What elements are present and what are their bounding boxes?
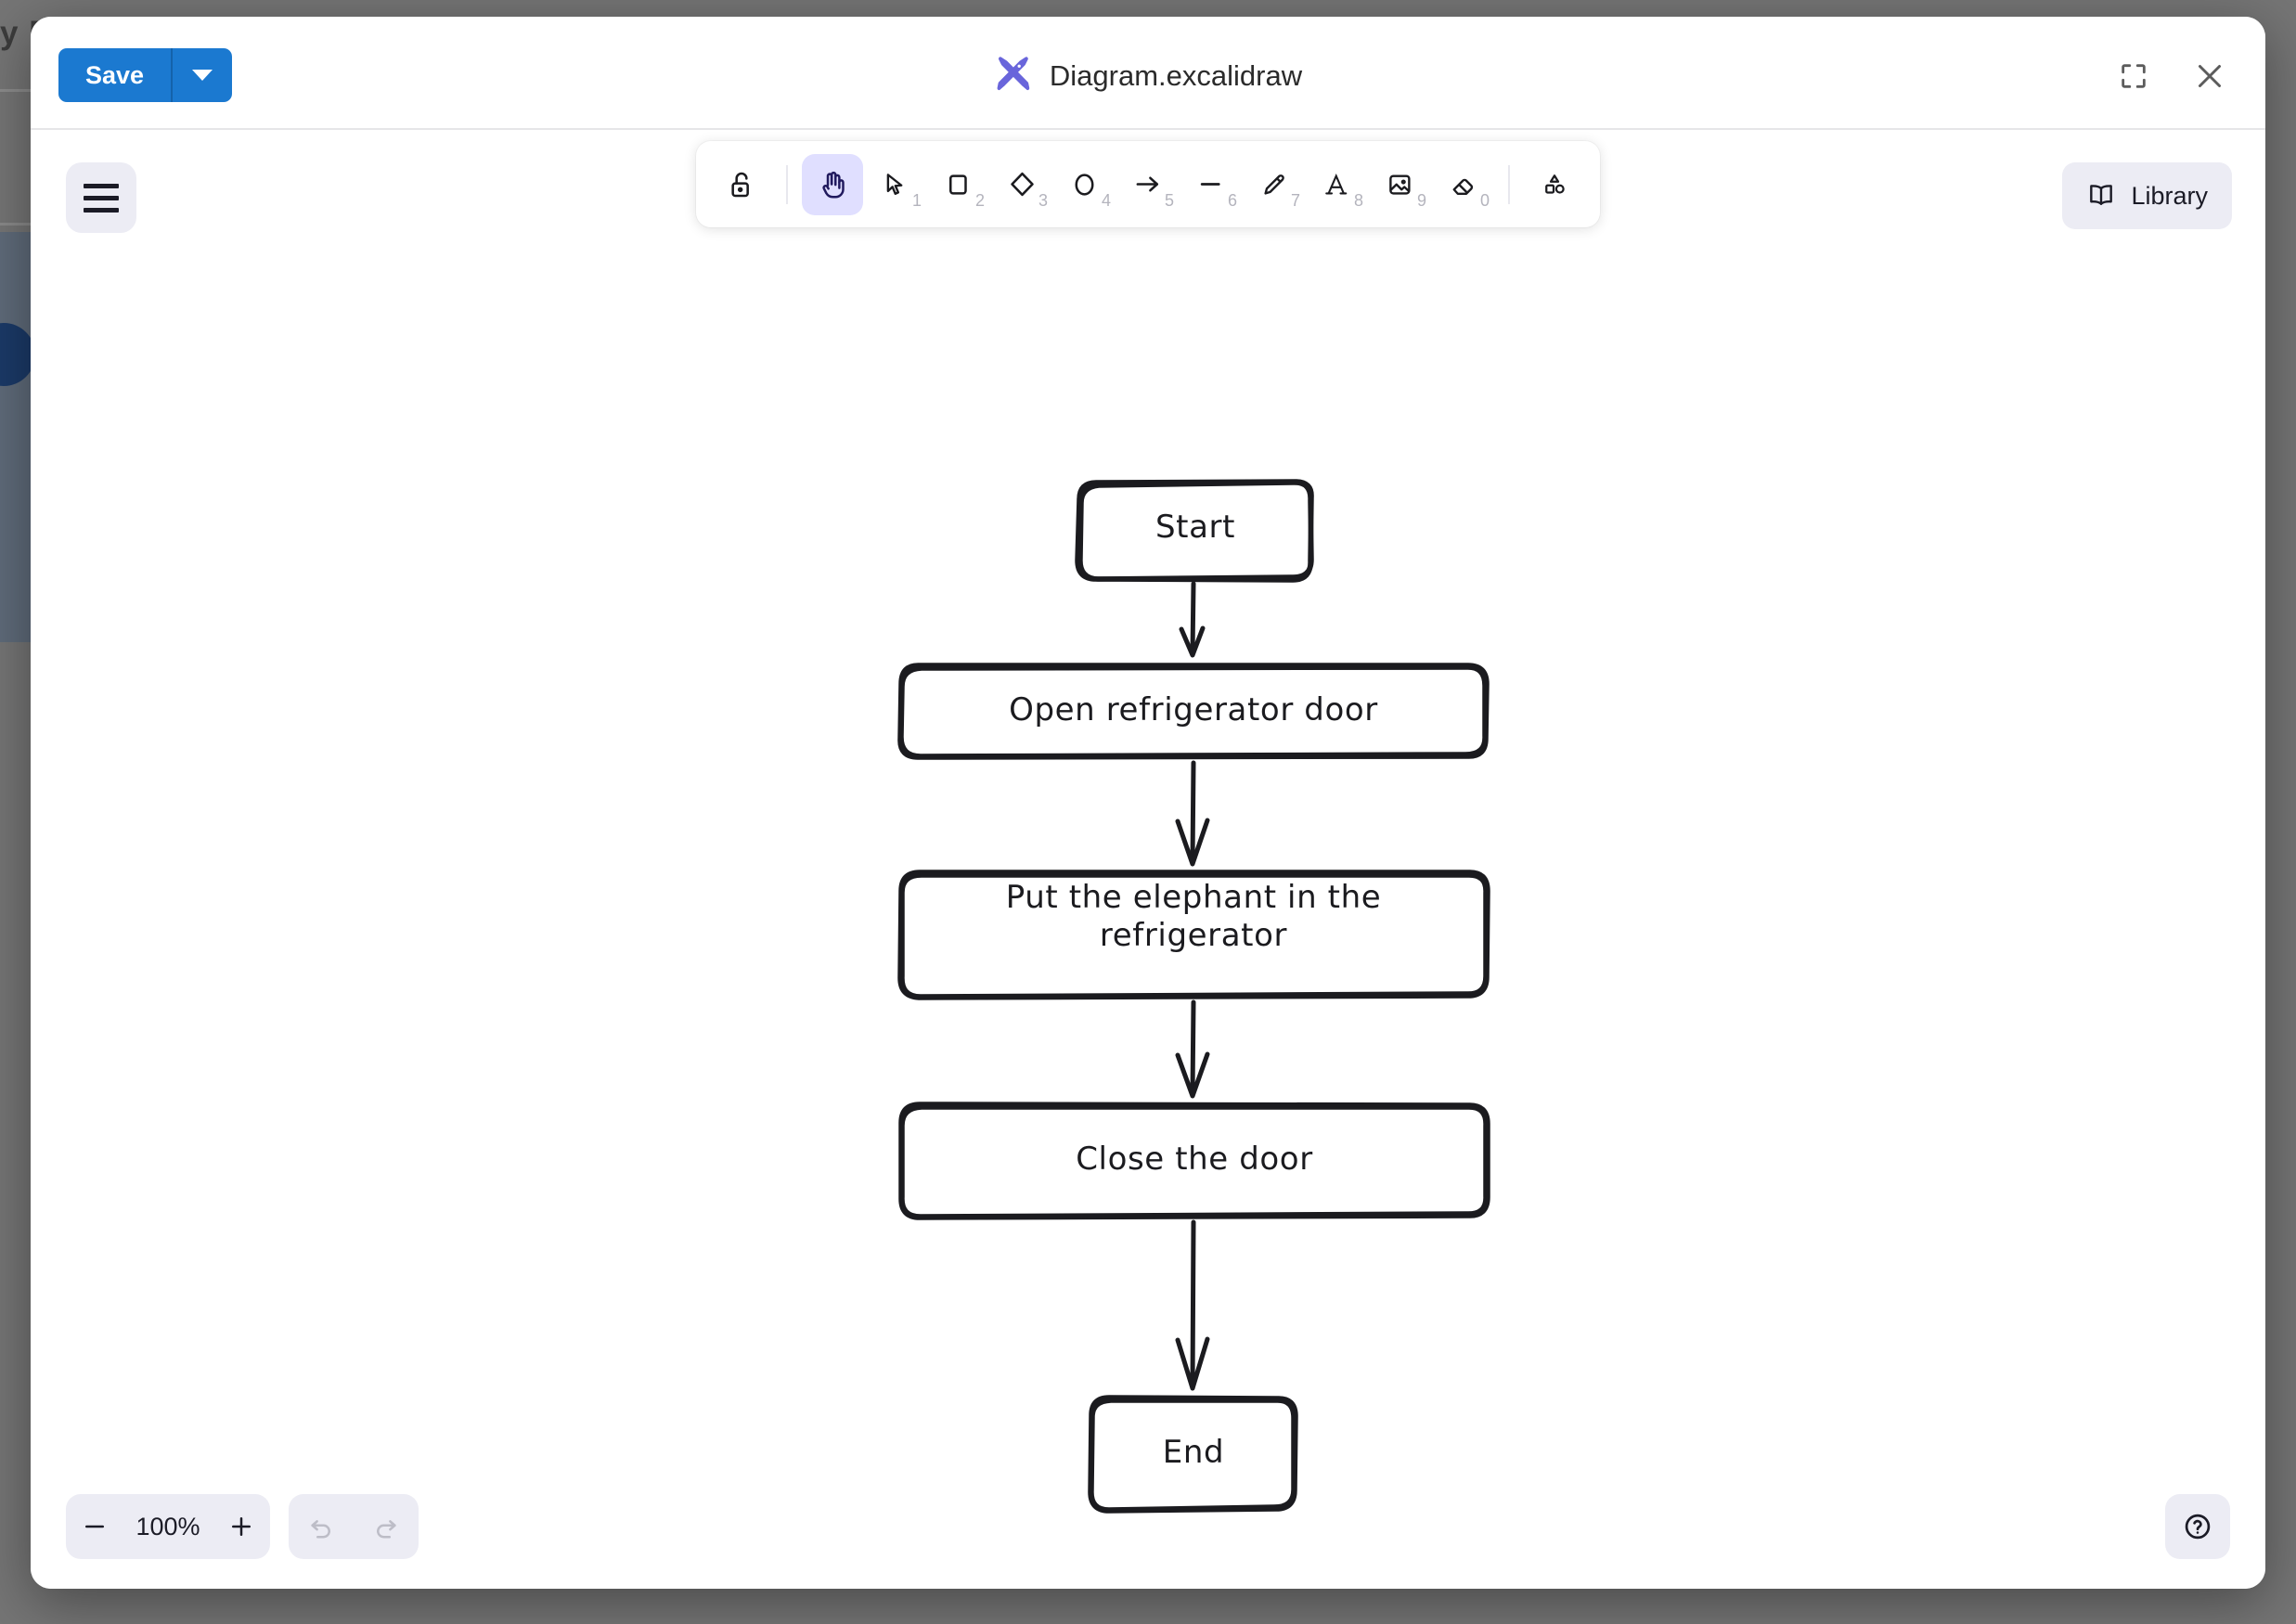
toolbar-separator [1508,164,1510,204]
text-icon[interactable]: 8 [1307,154,1368,215]
save-button-group: Save [58,48,233,102]
shapes-icon[interactable] [1524,154,1585,215]
close-icon[interactable] [2186,52,2234,100]
flowchart-node-label: Close the door [1076,1141,1313,1178]
save-divider [171,48,174,102]
flowchart-node-shape [897,870,1490,1000]
toolbar-separator [786,164,788,204]
flowchart-drawing [897,479,1490,1514]
tool-shortcut: 7 [1290,190,1300,210]
flowchart-node-shape [1088,1395,1298,1514]
flowchart-arrow [1175,999,1210,1099]
line-icon[interactable]: 6 [1180,154,1242,215]
hamburger-lines [84,183,119,213]
page-title: Diagram.excalidraw [1049,58,1303,92]
arrow-icon[interactable]: 5 [1117,154,1179,215]
flowchart-arrow [1175,760,1210,867]
flowchart-node-label: Put the elephant in the refrigerator [1005,879,1382,955]
hand-icon[interactable] [802,153,863,215]
library-label: Library [2131,181,2208,210]
zoom-level-value[interactable]: 100% [135,1512,200,1540]
help-icon[interactable] [2165,1494,2230,1559]
redo-button[interactable] [354,1494,419,1559]
tool-shortcut: 0 [1479,190,1490,210]
flowchart-node-label: End [1162,1434,1225,1471]
book-icon [2086,179,2116,213]
flowchart-node-shape [1089,1398,1296,1513]
flowchart-node-shape [1077,480,1314,582]
excalidraw-logo-icon [994,54,1033,97]
tool-shortcut: 6 [1227,190,1237,210]
lock-icon[interactable] [711,154,772,215]
library-button[interactable]: Library [2062,162,2232,229]
flowchart-node-shape [1075,479,1314,583]
excalidraw-modal: Save Diagram.excalidraw [31,17,2265,1589]
flowchart-arrow [1179,581,1206,658]
image-icon[interactable]: 9 [1370,154,1431,215]
window-controls [2109,52,2234,100]
background-topbar-divider [0,89,43,92]
diamond-icon[interactable]: 3 [991,154,1052,215]
tool-shortcut: 2 [974,190,985,210]
fullscreen-icon[interactable] [2109,52,2158,100]
flowchart-node-label: Start [1154,509,1236,546]
ellipse-icon[interactable]: 4 [1054,154,1116,215]
undo-button[interactable] [289,1494,354,1559]
zoom-in-button[interactable] [213,1494,270,1559]
flowchart-arrow [1175,1219,1210,1391]
hamburger-menu-icon[interactable] [66,162,136,233]
draw-icon[interactable]: 7 [1244,154,1305,215]
modal-header: Save Diagram.excalidraw [31,17,2265,130]
background-panel-divider [0,223,43,226]
tool-shortcut: 5 [1164,190,1174,210]
tool-shortcut: 4 [1101,190,1111,210]
tool-shortcut: 8 [1353,190,1363,210]
tool-palette: 1 2 3 4 [696,141,1600,227]
eraser-icon[interactable]: 0 [1433,154,1494,215]
selection-icon[interactable]: 1 [865,154,926,215]
history-controls [289,1494,419,1559]
zoom-out-button[interactable] [66,1494,123,1559]
flowchart-node-shape [899,872,1489,999]
flowchart-node-shape [899,1104,1489,1219]
drawing-canvas[interactable]: 1 2 3 4 [31,132,2265,1589]
tool-shortcut: 1 [911,190,922,210]
footer-left-controls: 100% [66,1494,419,1559]
flowchart-node-shape [898,664,1488,759]
tool-shortcut: 9 [1416,190,1426,210]
flowchart-node-shape [897,663,1490,760]
save-button[interactable]: Save [58,48,172,102]
rectangle-icon[interactable]: 2 [928,154,989,215]
title-block: Diagram.excalidraw [994,54,1302,97]
zoom-controls: 100% [66,1494,270,1559]
flowchart-node-label: Open refrigerator door [1009,691,1378,728]
chevron-down-icon [192,70,213,81]
save-dropdown-button[interactable] [173,48,233,102]
flowchart-node-shape [898,1102,1490,1220]
tool-shortcut: 3 [1038,190,1048,210]
